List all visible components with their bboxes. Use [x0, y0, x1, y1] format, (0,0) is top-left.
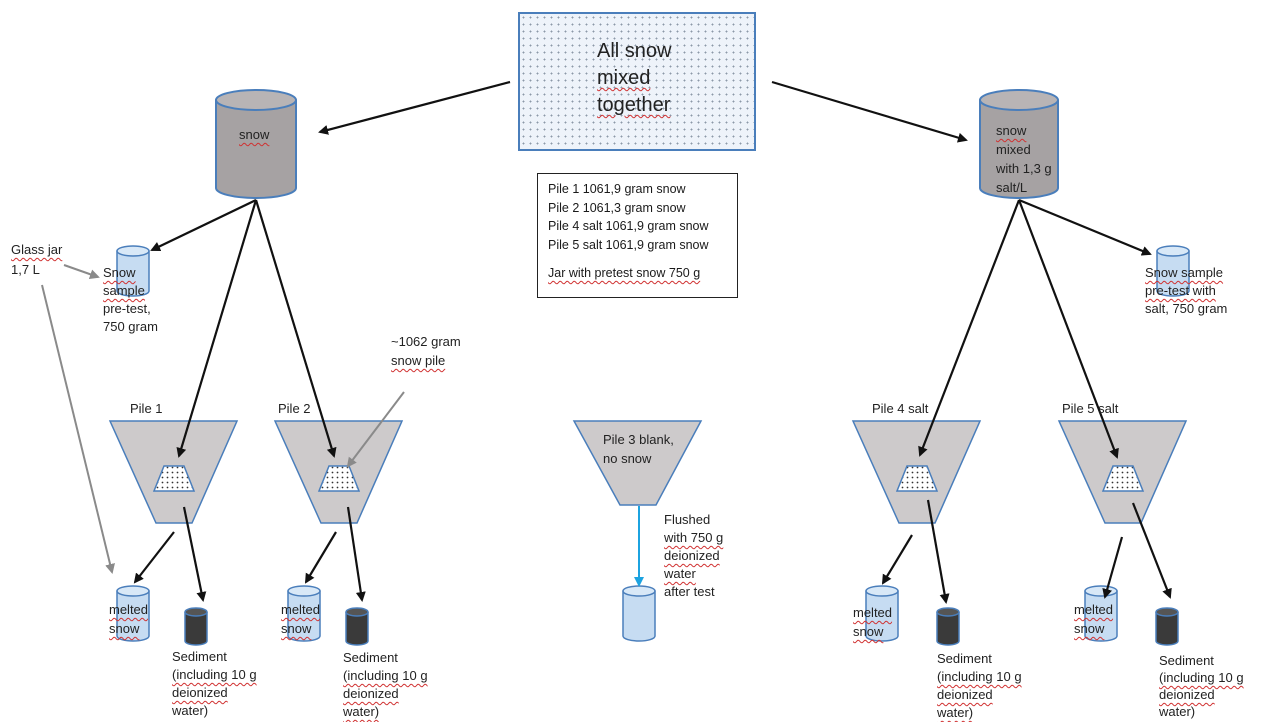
melted-snow-jar-4	[865, 585, 899, 642]
sediment-label-5: Sediment (including 10 g deionized water…	[1159, 653, 1244, 719]
sediment-jar-2	[345, 607, 369, 646]
snow-pile-note: ~1062 gram snow pile	[391, 334, 461, 368]
pretest-sample-left-label: Snow sample pre-test, 750 gram	[103, 265, 158, 334]
pretest-jar-left	[116, 245, 150, 297]
pile-3-label: Pile 3 blank, no snow	[603, 432, 674, 466]
melted-snow-jar-1	[116, 585, 150, 642]
melted-snow-label-1: melted snow	[109, 602, 149, 636]
melted-snow-label-5: melted snow	[1074, 602, 1114, 636]
weight-line-pile-5: Pile 5 salt 1061,9 gram snow	[548, 237, 709, 252]
snow-container-left	[215, 89, 297, 199]
sediment-jar-5	[1155, 607, 1179, 646]
salted-snow-container-right	[979, 89, 1059, 199]
salted-container-label: snow mixed with 1,3 g salt/L	[996, 123, 1052, 195]
weights-box: Pile 1 1061,9 gram snow Pile 2 1061,3 gr…	[537, 173, 738, 298]
pile-2-label: Pile 2	[278, 401, 311, 416]
sediment-jar-4	[936, 607, 960, 646]
weight-line-pile-1: Pile 1 1061,9 gram snow	[548, 182, 686, 196]
funnel-pile-5	[1057, 420, 1188, 524]
funnel-pile-1	[108, 420, 239, 524]
weight-line-pile-2: Pile 2 1061,3 gram snow	[548, 200, 686, 215]
flush-note: Flushed with 750 g deionized water after…	[664, 512, 724, 599]
pile-1-label: Pile 1	[130, 401, 163, 416]
snow-container-label: snow	[239, 127, 270, 142]
melted-snow-jar-2	[287, 585, 321, 642]
pile-5-label: Pile 5 salt	[1062, 401, 1119, 416]
pretest-sample-right-label: Snow sample pre-test with salt, 750 gram	[1145, 265, 1228, 316]
weight-line-pile-4: Pile 4 salt 1061,9 gram snow	[548, 219, 709, 233]
funnel-pile-3	[572, 420, 703, 506]
mixing-box-text: All snow mixed together	[597, 40, 672, 116]
melted-snow-label-2: melted snow	[281, 602, 321, 636]
glass-jar-note: Glass jar 1,7 L	[11, 242, 63, 277]
pretest-jar-right	[1156, 245, 1190, 297]
sediment-jar-1	[184, 607, 208, 646]
sediment-label-2: Sediment (including 10 g deionized water…	[343, 650, 428, 719]
melted-snow-label-4: melted snow	[853, 605, 893, 639]
sediment-label-1: Sediment (including 10 g deionized water…	[172, 649, 257, 718]
sediment-label-4: Sediment (including 10 g deionized water…	[937, 651, 1022, 720]
flush-water-jar-3	[622, 585, 656, 642]
funnel-pile-2	[273, 420, 404, 524]
funnel-pile-4	[851, 420, 982, 524]
weight-line-jar: Jar with pretest snow 750 g	[548, 266, 701, 280]
pile-4-label: Pile 4 salt	[872, 401, 929, 416]
note-arrows	[41, 264, 405, 574]
flow-arrows	[133, 80, 1172, 604]
mixing-box	[518, 12, 756, 151]
